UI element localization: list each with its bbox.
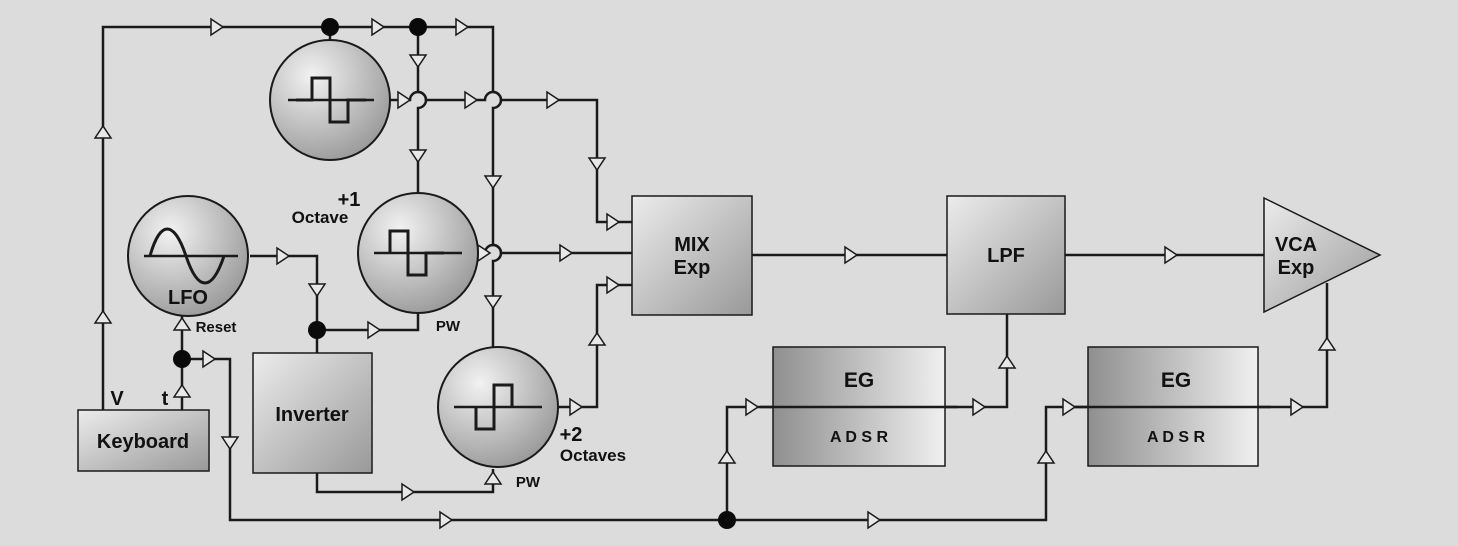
label-plus2: +2: [560, 424, 583, 446]
eg1-title: EG: [844, 369, 874, 392]
arrow-right-icon: [371, 17, 386, 37]
arrow-right-icon: [1062, 397, 1077, 417]
arrow-down-icon: [587, 157, 607, 172]
lpf-block: LPF: [946, 195, 1066, 315]
arrow-down-icon: [408, 149, 428, 164]
arrow-up-icon: [1317, 336, 1337, 351]
arrow-right-icon: [867, 510, 882, 530]
arrow-right-icon: [844, 245, 859, 265]
arrow-right-icon: [559, 243, 574, 263]
arrow-up-icon: [93, 124, 113, 139]
junction-dot: [308, 321, 326, 339]
oscillator-2: [357, 192, 479, 314]
arrow-up-icon: [172, 383, 192, 398]
wire-lfo-to-pw1: [317, 314, 420, 332]
vca-label-line2: Exp: [1278, 257, 1315, 279]
label-octaves: Octaves: [560, 446, 626, 465]
lfo-label: LFO: [168, 287, 208, 309]
arrow-up-icon: [483, 470, 503, 485]
arrow-up-icon: [717, 449, 737, 464]
vca-block: VCA Exp: [1263, 196, 1382, 314]
arrows: [93, 17, 1337, 530]
lpf-label: LPF: [987, 245, 1025, 267]
inverter-label: Inverter: [275, 404, 349, 426]
eg-block-1: EG A D S R: [760, 346, 958, 467]
keyboard-block: Keyboard: [77, 409, 210, 472]
wire-eg1-to-lpf: [945, 314, 1009, 409]
arrow-up-icon: [93, 309, 113, 324]
arrow-right-icon: [464, 90, 479, 110]
arrow-right-icon: [972, 397, 987, 417]
junctions: [173, 18, 736, 529]
inverter-block: Inverter: [252, 352, 373, 474]
arrow-right-icon: [1164, 245, 1179, 265]
arrow-right-icon: [745, 397, 760, 417]
mixer-label-line1: MIX: [674, 234, 710, 256]
arrow-down-icon: [483, 175, 503, 190]
arrow-right-icon: [1290, 397, 1305, 417]
eg-block-2: EG A D S R: [1075, 346, 1271, 467]
wire-keyboard-v: [101, 25, 495, 410]
arrow-down-icon: [408, 54, 428, 69]
arrow-right-icon: [210, 17, 225, 37]
arrow-right-icon: [606, 275, 621, 295]
arrow-right-icon: [439, 510, 454, 530]
label-plus1: +1: [338, 189, 361, 211]
arrow-down-icon: [307, 283, 327, 298]
arrow-right-icon: [606, 212, 621, 232]
arrow-up-icon: [1036, 449, 1056, 464]
arrow-down-icon: [483, 295, 503, 310]
arrow-right-icon: [276, 246, 291, 266]
arrow-right-icon: [455, 17, 470, 37]
wire-osc3-to-mix: [558, 283, 632, 409]
arrow-right-icon: [569, 397, 584, 417]
arrow-down-icon: [220, 436, 240, 451]
label-pw1: PW: [436, 318, 461, 335]
wire-bus-to-osc3: [491, 90, 503, 348]
arrow-right-icon: [397, 90, 412, 110]
vca-label-line1: VCA: [1275, 234, 1317, 256]
keyboard-label: Keyboard: [97, 431, 189, 453]
wire-osc2-to-mix: [477, 243, 632, 255]
label-reset: Reset: [196, 319, 237, 336]
junction-dot: [409, 18, 427, 36]
arrow-right-icon: [367, 320, 382, 340]
label-pw2: PW: [516, 474, 541, 491]
eg2-params: A D S R: [1147, 429, 1206, 446]
arrow-right-icon: [401, 482, 416, 502]
label-v: V: [110, 388, 124, 410]
arrow-up-icon: [997, 354, 1017, 369]
mixer-label-line2: Exp: [674, 257, 711, 279]
square-wave-icon: [388, 229, 444, 277]
junction-dot: [718, 511, 736, 529]
arrow-up-icon: [172, 316, 192, 331]
sine-wave-icon: [148, 227, 226, 285]
wire-lfo-out: [250, 254, 319, 353]
label-t: t: [162, 388, 169, 410]
square-wave-icon: [296, 76, 366, 124]
oscillator-3: [437, 346, 559, 468]
junction-dot: [173, 350, 191, 368]
arrow-right-icon: [202, 349, 217, 369]
eg1-params: A D S R: [830, 429, 889, 446]
label-octave: Octave: [292, 208, 349, 227]
eg2-title: EG: [1161, 369, 1191, 392]
oscillator-1: [269, 39, 391, 161]
wire-node-to-osc2: [416, 27, 428, 194]
arrow-right-icon: [546, 90, 561, 110]
square-wave-icon: [474, 383, 514, 431]
wire-eg2-to-vca: [1258, 283, 1329, 409]
mixer-block: MIX Exp: [631, 195, 753, 316]
wire-osc1-to-mix: [390, 90, 632, 224]
lfo-block: LFO: [127, 195, 249, 317]
arrow-up-icon: [587, 331, 607, 346]
junction-dot: [321, 18, 339, 36]
wire-gate: [182, 357, 1088, 522]
